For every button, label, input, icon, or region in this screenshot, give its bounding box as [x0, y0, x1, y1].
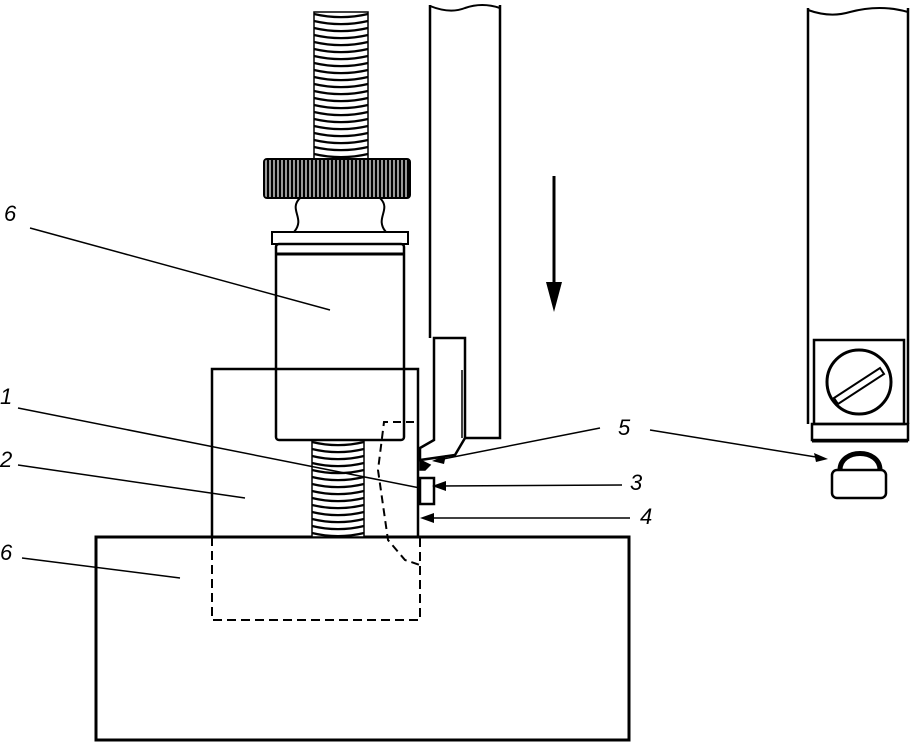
label-2: 2	[0, 447, 12, 472]
hidden-outline-base	[211, 537, 421, 621]
probe-column	[428, 5, 502, 440]
label-1: 1	[0, 384, 12, 409]
label-4: 4	[640, 504, 652, 529]
threaded-rod-lower	[311, 439, 365, 538]
screw-slot	[832, 366, 886, 406]
leader-4	[420, 513, 630, 523]
label-3: 3	[630, 470, 643, 495]
cylinder-sleeve	[274, 242, 406, 442]
leader-2	[17, 464, 246, 499]
leader-5-left	[432, 427, 601, 464]
contact-element	[418, 476, 436, 506]
side-view-holder	[810, 422, 910, 442]
leader-5-right	[649, 429, 828, 462]
side-view-column	[806, 8, 910, 424]
washer	[271, 231, 409, 245]
side-column-top-break	[807, 7, 909, 16]
probe-tip	[419, 458, 432, 471]
down-arrow	[546, 176, 562, 312]
neck-right	[379, 197, 387, 233]
neck-left	[293, 197, 301, 233]
leader-1	[17, 407, 421, 489]
threaded-rod-upper	[313, 11, 369, 160]
leader-6-bottom	[21, 557, 181, 579]
leader-6-top	[29, 227, 331, 311]
hidden-groove-profile	[376, 421, 421, 566]
side-probe-foot	[830, 468, 888, 500]
label-5: 5	[618, 415, 631, 440]
base-block	[94, 535, 631, 742]
label-6-bottom: 6	[0, 540, 13, 565]
side-probe-ring	[837, 451, 883, 471]
screw-head	[825, 348, 893, 416]
probe-body	[418, 336, 467, 462]
knurled-nut	[263, 158, 411, 199]
probe-column-top-break	[429, 4, 501, 12]
label-6-top: 6	[4, 201, 17, 226]
leader-3	[432, 481, 623, 491]
